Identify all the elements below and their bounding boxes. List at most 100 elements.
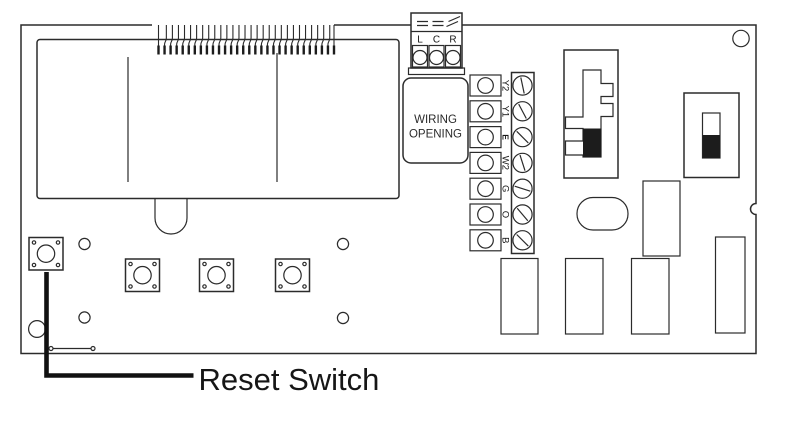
pin bbox=[188, 25, 192, 46]
component-pill bbox=[576, 196, 629, 231]
lcr-base bbox=[407, 67, 466, 76]
display-tab bbox=[154, 198, 188, 235]
terminal-wire-cell bbox=[469, 203, 502, 226]
reset-switch-button bbox=[28, 236, 64, 271]
tactile-button bbox=[198, 258, 235, 293]
pin bbox=[242, 25, 246, 46]
jumper-pad bbox=[48, 345, 54, 352]
button-body bbox=[274, 258, 311, 293]
jumper-pad bbox=[90, 345, 96, 352]
terminal-label: Y2 bbox=[500, 80, 511, 92]
wiring-opening-box: WIRING OPENING bbox=[402, 77, 469, 164]
terminal-wire-cell bbox=[469, 229, 502, 252]
button-body bbox=[198, 258, 235, 293]
pin bbox=[248, 25, 252, 46]
button-corner-pin bbox=[55, 262, 61, 268]
board-outline bbox=[20, 24, 757, 355]
pin bbox=[176, 25, 180, 46]
wire-mark-c-icon bbox=[432, 20, 444, 27]
pcb-hole-left-edge bbox=[28, 320, 46, 339]
lcr-label-c: C bbox=[433, 35, 440, 46]
pin bbox=[236, 25, 240, 46]
system-switch-knob bbox=[583, 128, 602, 157]
terminal-label: G bbox=[500, 185, 511, 192]
button-corner-pin bbox=[31, 240, 37, 245]
terminal-label: Y1 bbox=[500, 105, 511, 117]
pin bbox=[254, 25, 258, 46]
component-rect-2 bbox=[564, 257, 604, 335]
terminal-screw-column bbox=[510, 71, 535, 255]
terminal-wire-hole bbox=[477, 154, 494, 172]
system-switch-outline bbox=[563, 49, 619, 179]
pin bbox=[260, 25, 264, 46]
terminal-label: E bbox=[501, 134, 511, 140]
button-corner-pin bbox=[128, 261, 133, 267]
pin bbox=[327, 25, 331, 46]
terminal-wire-hole bbox=[477, 231, 494, 249]
button-body bbox=[28, 236, 64, 271]
callout-leader-line bbox=[44, 272, 194, 378]
terminal-wire-cell bbox=[469, 100, 502, 123]
pin bbox=[315, 25, 319, 46]
button-corner-pin bbox=[55, 240, 61, 245]
display-window bbox=[36, 38, 400, 200]
pcb-hole bbox=[336, 237, 350, 251]
component-rect-mid bbox=[642, 180, 681, 257]
screw-slot-icon bbox=[516, 130, 529, 144]
pin bbox=[272, 25, 276, 46]
callout-label: Reset Switch bbox=[199, 362, 380, 397]
wiring-opening-label-line1: WIRING bbox=[414, 114, 457, 126]
pin bbox=[212, 25, 216, 46]
lcr-wire-hole bbox=[428, 49, 445, 66]
terminal-wire-hole bbox=[477, 77, 494, 94]
pin bbox=[182, 25, 186, 46]
pin bbox=[170, 25, 173, 46]
system-slide-switch bbox=[563, 49, 619, 179]
button-corner-pin bbox=[278, 261, 283, 267]
fan-switch-knob bbox=[702, 135, 720, 158]
pin-header bbox=[157, 25, 336, 55]
button-body bbox=[124, 258, 161, 293]
screw-slot-icon bbox=[516, 234, 529, 247]
terminal-wire-hole bbox=[477, 102, 494, 120]
terminal-label: O bbox=[500, 211, 511, 218]
pin bbox=[297, 25, 301, 46]
pin bbox=[309, 25, 313, 46]
lcr-cell bbox=[428, 44, 445, 68]
button-corner-pin bbox=[128, 284, 133, 289]
terminal-wire-cell bbox=[469, 151, 502, 174]
terminal-wire-cell bbox=[469, 74, 502, 97]
jumper-trace bbox=[48, 345, 96, 352]
button-corner-pin bbox=[202, 284, 207, 289]
button-plunger bbox=[133, 265, 152, 285]
button-corner-pin bbox=[302, 261, 307, 267]
terminal-wire-hole bbox=[477, 180, 494, 198]
button-corner-pin bbox=[152, 261, 157, 267]
pcb-hole bbox=[78, 237, 91, 251]
terminal-wire-cell bbox=[469, 125, 502, 149]
screw-slot-icon bbox=[520, 77, 525, 94]
pin bbox=[164, 25, 167, 46]
screw-slot-icon bbox=[514, 185, 531, 192]
pcb-hole bbox=[336, 311, 350, 325]
component-rect-3 bbox=[630, 257, 670, 335]
wiring-opening-outline bbox=[402, 77, 469, 164]
fan-switch-outline bbox=[683, 92, 740, 179]
wire-mark-l-icon bbox=[417, 20, 428, 27]
fan-slide-switch bbox=[683, 92, 740, 179]
button-plunger bbox=[36, 244, 56, 263]
lcr-cell bbox=[411, 44, 429, 68]
pin bbox=[285, 25, 288, 46]
terminal-label: W2 bbox=[500, 156, 511, 170]
mounting-hole-top-right bbox=[732, 29, 750, 48]
button-corner-pin bbox=[302, 284, 307, 289]
pin bbox=[321, 25, 325, 46]
lcr-cell bbox=[444, 44, 462, 68]
screw-slot-icon bbox=[519, 154, 526, 171]
button-corner-pin bbox=[152, 284, 157, 289]
pin bbox=[206, 25, 210, 46]
button-corner-pin bbox=[278, 284, 283, 289]
tactile-button bbox=[274, 258, 311, 293]
